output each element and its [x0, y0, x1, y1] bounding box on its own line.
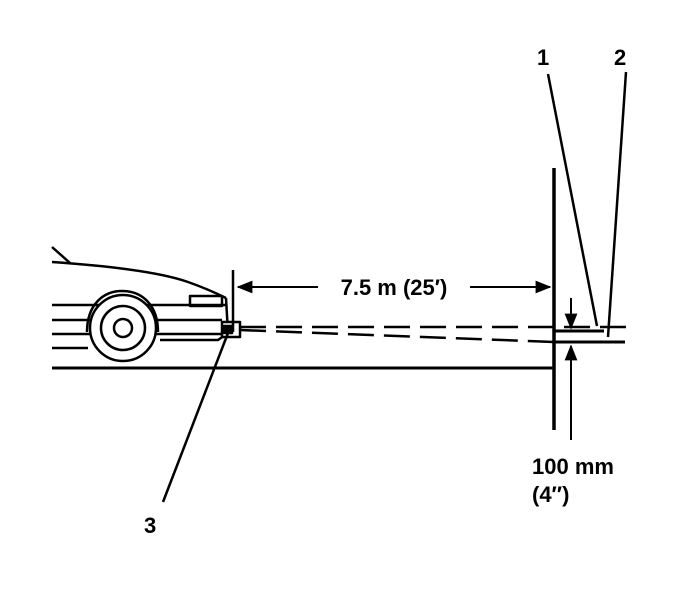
callout-3-leader — [161, 332, 230, 503]
callout-3: 3 — [144, 513, 156, 538]
callout-1-leader — [546, 73, 599, 327]
callout-1: 1 — [537, 45, 549, 70]
height-label-line1: 100 mm — [532, 454, 614, 479]
beam-dashed-lower — [239, 328, 555, 344]
callout-2: 2 — [614, 45, 626, 70]
callout-2-leader — [606, 71, 628, 338]
vehicle-front — [51, 246, 242, 363]
height-label-line2: (4″) — [532, 482, 569, 507]
distance-label: 7.5 m (25′) — [341, 275, 448, 300]
